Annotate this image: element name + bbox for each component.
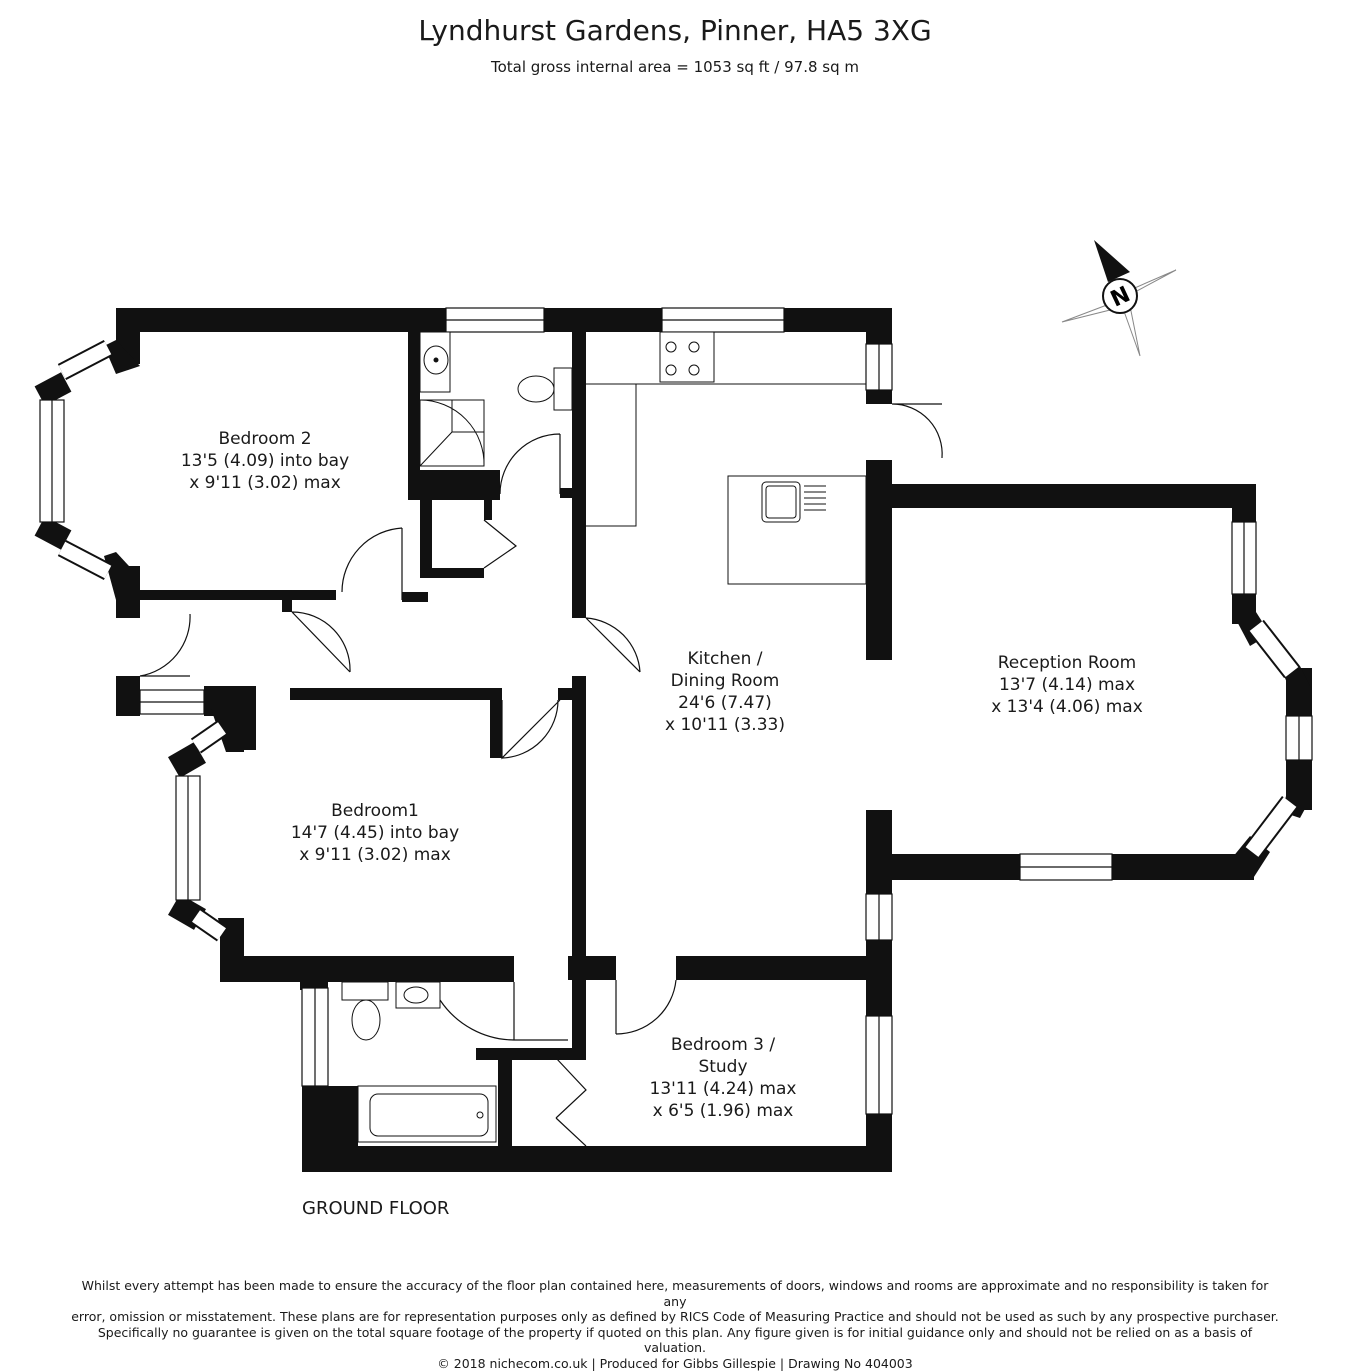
plan-title: Lyndhurst Gardens, Pinner, HA5 3XG — [418, 14, 932, 47]
windows — [39, 307, 1313, 1115]
walls — [34, 308, 1312, 1172]
door-swings — [139, 403, 943, 1147]
disclaimer: Whilst every attempt has been made to en… — [71, 1278, 1279, 1371]
area-summary: Total gross internal area = 1053 sq ft /… — [490, 58, 860, 76]
fittings — [341, 331, 867, 1143]
floor-label: GROUND FLOOR — [302, 1198, 450, 1219]
compass-icon: N — [1061, 240, 1177, 357]
